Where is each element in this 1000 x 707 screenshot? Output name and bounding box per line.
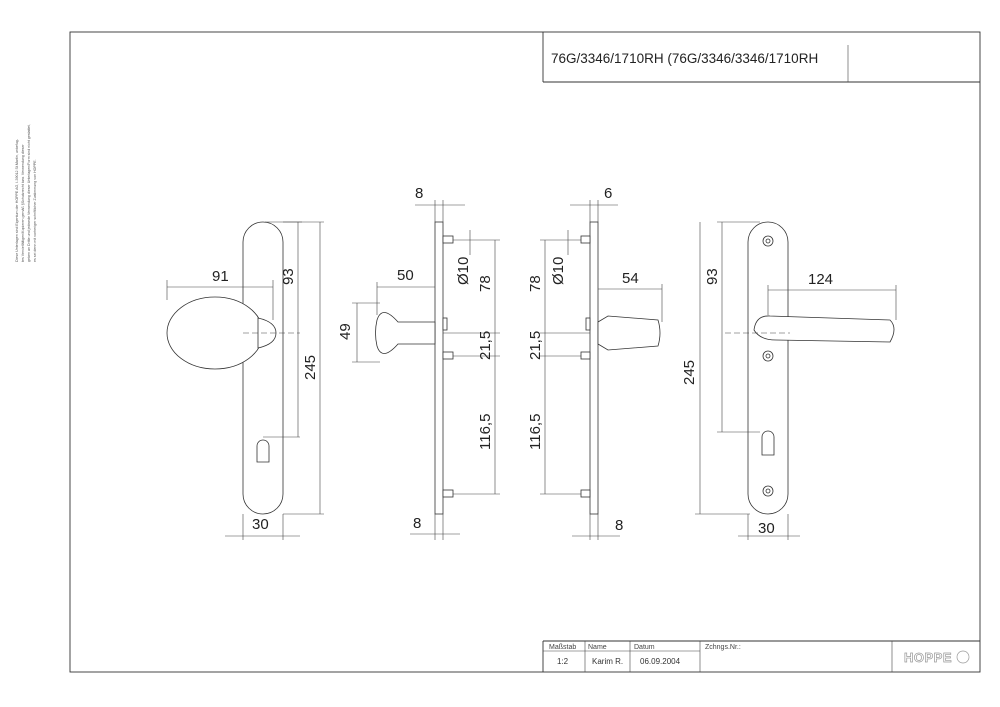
view-knob-front: 91 93 245 30 [166, 221, 324, 540]
view-lever-front: 93 124 245 30 [681, 221, 897, 540]
copyright-note-line-3: geben an Dritte und jedwede Verwendung d… [27, 124, 31, 262]
plate-side-left [434, 221, 444, 515]
sheet-frame [69, 31, 981, 673]
dim-50: 50 [397, 267, 414, 284]
dim-78-right: 78 [527, 275, 544, 292]
dim-124: 124 [808, 271, 833, 288]
dim-6: 6 [604, 185, 612, 202]
copyright-note-line-1: Diese Unterlagen sind Eigentum der HOPPE… [15, 138, 19, 262]
dim-116-5-right: 116,5 [527, 414, 544, 450]
dim-8-top: 8 [415, 185, 423, 202]
backplate-right [747, 221, 789, 515]
scale-value: 1:2 [557, 657, 569, 666]
view-lever-side: 6 54 78 Ø10 21,5 116,5 8 [527, 185, 663, 540]
knob-side-profile [375, 312, 436, 354]
name-value: Karim R. [592, 657, 623, 666]
dim-116-5-left: 116,5 [477, 414, 494, 450]
dim-d10-left: Ø10 [455, 257, 472, 285]
dim-54: 54 [622, 270, 639, 287]
lever-right [753, 315, 895, 343]
copyright-note-line-2: tes Vervielfältigen/Kopieren gemäß §Schu… [21, 144, 25, 262]
dim-93-right: 93 [704, 268, 721, 285]
hoppe-logo: HOPPE [904, 650, 952, 665]
view-knob-side: 8 50 49 Ø10 78 21,5 116,5 8 [337, 185, 500, 540]
lever-side-profile [597, 315, 661, 351]
dim-8-bottom-left: 8 [413, 515, 421, 532]
dim-30-left: 30 [252, 516, 269, 533]
copyright-note-line-4: es sei denn mit vorheriger schriftlicher… [33, 159, 37, 262]
backplate-left [242, 221, 284, 515]
drawing-title: 76G/3346/1710RH (76G/3346/3346/1710RH [551, 51, 818, 66]
plate-side-right [589, 221, 599, 515]
hoppe-logo-mark [956, 650, 970, 664]
dim-21-5-right: 21,5 [527, 331, 544, 360]
title-block: Maßstab 1:2 Name Karim R. Datum 06.09.20… [542, 640, 980, 672]
date-value: 06.09.2004 [640, 657, 681, 666]
dim-30-right: 30 [758, 520, 775, 537]
name-label: Name [588, 644, 607, 651]
title-box: 76G/3346/1710RH (76G/3346/3346/1710RH [542, 32, 980, 83]
drawing-no-label: Zchngs.Nr.: [705, 644, 741, 651]
date-label: Datum [634, 644, 655, 651]
spindle-side-left [442, 317, 448, 331]
dim-49: 49 [337, 323, 354, 340]
dim-d10-right: Ø10 [550, 257, 567, 285]
keyhole-right [761, 430, 775, 456]
dim-245-right: 245 [681, 360, 698, 385]
copyright-note: Diese Unterlagen sind Eigentum der HOPPE… [15, 124, 37, 262]
dim-21-5-left: 21,5 [477, 331, 494, 360]
dim-93-left: 93 [280, 268, 297, 285]
dim-245-left: 245 [302, 355, 319, 380]
dim-8-bottom-right: 8 [615, 517, 623, 534]
dim-91: 91 [212, 268, 229, 285]
scale-label: Maßstab [549, 644, 576, 651]
keyhole-left [256, 439, 270, 463]
dim-78-left: 78 [477, 275, 494, 292]
